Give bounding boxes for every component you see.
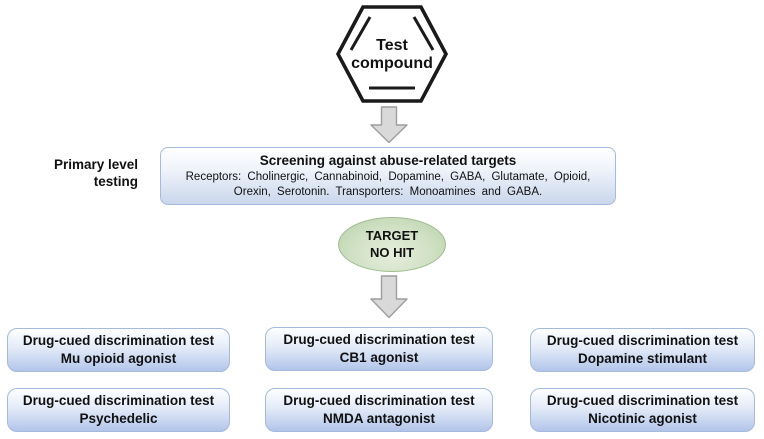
test-compound-line1: Test <box>376 37 408 55</box>
test-box-line1: Drug-cued discrimination test <box>283 393 475 409</box>
test-box-mu-opioid: Drug-cued discrimination test Mu opioid … <box>7 328 230 372</box>
test-box-line2: CB1 agonist <box>339 350 419 365</box>
test-box-line2: Psychedelic <box>79 411 158 426</box>
screening-body-line2: Orexin, Serotonin. Transporters: Monoami… <box>233 185 543 198</box>
down-arrow-icon <box>370 275 408 319</box>
test-compound-node: Test compound <box>334 4 450 104</box>
target-line2: NO HIT <box>369 244 415 260</box>
test-box-cb1-agonist: Drug-cued discrimination test CB1 agonis… <box>265 327 493 371</box>
test-box-line1: Drug-cued discrimination test <box>546 333 739 349</box>
test-compound-label: Test compound <box>334 4 450 104</box>
test-box-line1: Drug-cued discrimination test <box>283 332 475 348</box>
primary-level-label: Primary level testing <box>10 157 138 191</box>
screening-targets-box: Screening against abuse-related targets … <box>160 147 616 205</box>
screening-title: Screening against abuse-related targets <box>259 153 517 169</box>
test-box-line1: Drug-cued discrimination test <box>22 393 215 409</box>
test-box-line1: Drug-cued discrimination test <box>546 393 739 409</box>
test-compound-line2: compound <box>351 55 433 72</box>
test-box-psychedelic: Drug-cued discrimination test Psychedeli… <box>7 388 230 432</box>
test-box-nmda-antagonist: Drug-cued discrimination test NMDA antag… <box>265 388 493 432</box>
primary-level-line2: testing <box>93 173 138 189</box>
test-box-line1: Drug-cued discrimination test <box>22 333 215 349</box>
down-arrow-icon <box>370 106 408 144</box>
test-box-line2: Dopamine stimulant <box>577 351 707 366</box>
test-box-line2: Nicotinic agonist <box>588 411 697 426</box>
target-no-hit-ellipse: TARGET NO HIT <box>338 217 446 272</box>
test-box-dopamine-stimulant: Drug-cued discrimination test Dopamine s… <box>530 328 755 372</box>
primary-level-line1: Primary level <box>53 157 138 172</box>
test-box-line2: NMDA antagonist <box>323 411 435 426</box>
test-box-line2: Mu opioid agonist <box>60 351 177 366</box>
test-box-nicotinic-agonist: Drug-cued discrimination test Nicotinic … <box>530 388 755 432</box>
benzene-hexagon-icon <box>335 5 449 103</box>
target-line1: TARGET <box>365 228 419 244</box>
screening-body-line1: Receptors: Cholinergic, Cannabinoid, Dop… <box>185 171 591 184</box>
